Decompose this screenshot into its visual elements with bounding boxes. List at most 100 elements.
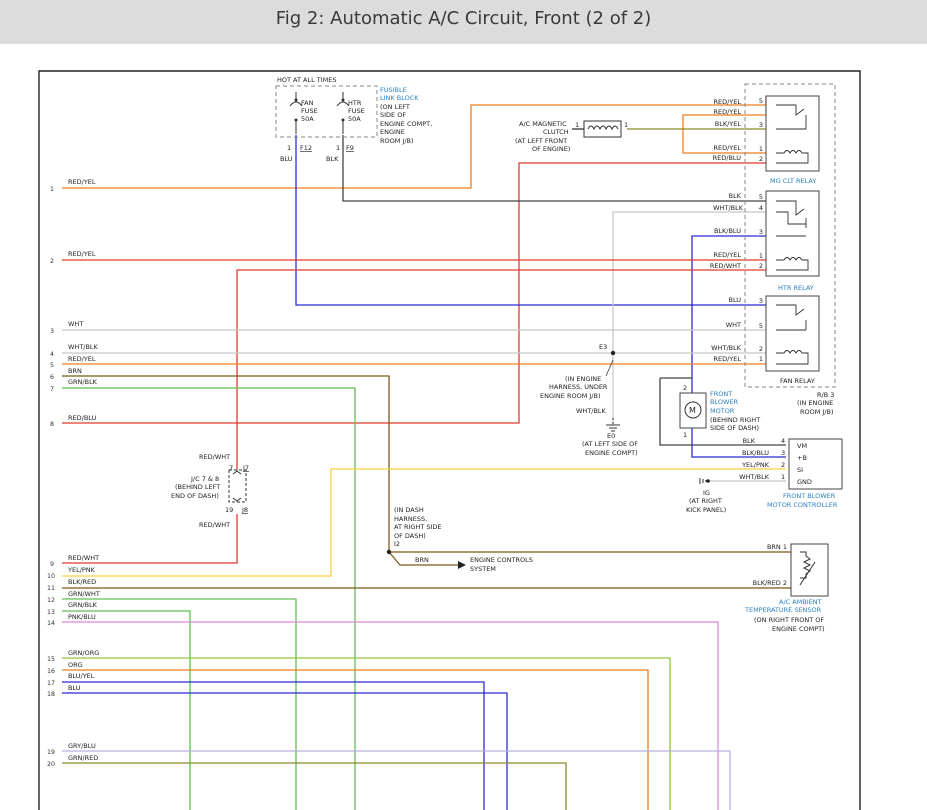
wire-12-grn-wht — [62, 598, 297, 810]
left-pin-num: 1 — [50, 186, 54, 193]
fan-relay-pin: 2 — [759, 345, 763, 353]
controller-labels: BLK 4 VM BLK/BLU 3 +B YEL/PNK 2 SI WHT/B… — [739, 437, 838, 509]
fuse-block-location: ENGINE COMPT, — [380, 120, 432, 128]
ambient-sensor-name: A/C AMBIENT — [779, 598, 822, 606]
clutch-labels: A/C MAGNETIC CLUTCH (AT LEFT FRONT OF EN… — [515, 120, 628, 153]
fan-fuse-label: FAN — [301, 99, 314, 107]
ambient-sensor-location: (ON RIGHT FRONT OF — [754, 616, 824, 624]
ambient-sensor-labels: BRN 1 BLK/RED 2 A/C AMBIENT TEMPERATURE … — [744, 543, 825, 633]
blower-motor-labels: 2 1 M FRONT BLOWER MOTOR (BEHIND RIGHT S… — [683, 384, 760, 439]
jc-pin-top: 7 — [229, 464, 233, 472]
left-pin-num: 15 — [47, 656, 55, 663]
ig-ground — [699, 478, 710, 484]
htr-relay-wire: RED/YEL — [713, 251, 741, 259]
splice-e3-location: HARNESS, UNDER — [549, 383, 608, 391]
controller-terminal: GND — [797, 478, 812, 486]
header-bar: Fig 2: Automatic A/C Circuit, Front (2 o… — [0, 0, 927, 44]
ground-e0-location: ENGINE COMPT) — [585, 449, 638, 457]
engine-controls-label: SYSTEM — [470, 565, 496, 573]
left-pin-num: 20 — [47, 761, 55, 768]
jc-label: J/C 7 & 8 — [190, 475, 219, 483]
fuse-block-name: LINK BLOCK — [380, 94, 419, 102]
fan-relay-wire: WHT — [726, 321, 741, 329]
wires — [62, 96, 791, 810]
left-pin-num: 6 — [50, 374, 54, 381]
controller-wire: YEL/PNK — [741, 461, 770, 469]
mg-relay-wire: RED/YEL — [713, 108, 741, 116]
left-pin-wire: WHT/BLK — [68, 343, 99, 351]
splice-i2-location: OF DASH) — [394, 532, 426, 540]
splice-i2-name: I2 — [394, 540, 400, 548]
ambient-sensor-pin1: BRN 1 — [767, 543, 787, 551]
fuse-block-location: (ON LEFT — [380, 103, 410, 111]
left-pin-num: 5 — [50, 362, 54, 369]
wire-10-yel-pnk — [62, 468, 786, 577]
fan-relay-pin: 1 — [759, 355, 763, 363]
fan-relay — [765, 295, 820, 372]
ig-location: (AT RIGHT — [689, 497, 722, 505]
ambient-sensor-location: ENGINE COMPT) — [772, 625, 825, 633]
left-pin-wire: PNK/BLU — [68, 613, 96, 621]
wire-7-grn-blk — [62, 387, 356, 810]
wire-htr-fuse-blk — [342, 135, 766, 202]
ambient-sensor-pin2: BLK/RED 2 — [753, 579, 787, 587]
left-pin-num: 10 — [47, 573, 55, 580]
jc-labels: RED/WHT 7 J7 J/C 7 & 8 (BEHIND LEFT END … — [171, 453, 249, 529]
wire-red-wht-jc — [236, 269, 766, 470]
left-pin-wire: RED/YEL — [68, 178, 96, 186]
left-pin-num: 11 — [47, 585, 55, 592]
wire-14-pnk-blu — [62, 621, 719, 810]
left-pin-num: 2 — [50, 258, 54, 265]
left-pin-num: 3 — [50, 328, 54, 335]
jc-top-wire: RED/WHT — [199, 453, 230, 461]
splice-i2-wire: BRN — [415, 556, 429, 564]
splice-i2-location: (IN DASH — [394, 506, 424, 514]
htr-fuse-wire: BLK — [326, 155, 339, 163]
htr-relay-wire: BLK/BLU — [714, 227, 741, 235]
htr-relay-wire: RED/WHT — [710, 262, 741, 270]
wire-15-grn-org — [62, 657, 671, 810]
jc-conn-bottom: J8 — [241, 506, 248, 514]
jc-label: (BEHIND LEFT — [175, 483, 220, 491]
htr-fuse-pin: 1 — [336, 144, 340, 152]
wire-blk-blu-blower — [691, 235, 766, 393]
blower-motor-name: BLOWER — [710, 398, 738, 406]
ecs-arrow — [458, 561, 466, 569]
relay-box-label: (IN ENGINE — [797, 399, 833, 407]
fan-relay-pin: 5 — [759, 322, 763, 330]
fuse-block-labels: HOT AT ALL TIMES FUSIBLE LINK BLOCK (ON … — [277, 76, 432, 163]
mg-relay-wire: RED/BLU — [713, 154, 742, 162]
relay-box-label: R/B 3 — [817, 391, 834, 399]
htr-fuse-label: HTR — [348, 99, 362, 107]
page-title: Fig 2: Automatic A/C Circuit, Front (2 o… — [275, 8, 652, 29]
left-pin-wire: GRN/ORG — [68, 649, 99, 657]
left-pin-num: 7 — [50, 386, 54, 393]
ac-magnetic-clutch — [583, 120, 622, 138]
left-pin-wire: BLK/RED — [68, 578, 96, 586]
fusible-link-block — [275, 85, 378, 138]
left-pin-wire: GRY/BLU — [68, 742, 96, 750]
ground-e0-name: E0 — [607, 432, 615, 440]
controller-pin: 2 — [781, 461, 785, 469]
left-pin-num: 18 — [47, 691, 55, 698]
wire-1-red-yel — [62, 104, 766, 189]
left-pin-wire: BLU/YEL — [68, 672, 95, 680]
left-pin-num: 13 — [47, 609, 55, 616]
jc-pin-bottom: 19 — [225, 506, 233, 514]
wire-9-red-wht — [62, 514, 238, 564]
fan-fuse-label: 50A — [301, 115, 314, 123]
mg-relay-pin: 2 — [759, 155, 763, 163]
htr-relay-wire: WHT/BLK — [713, 204, 744, 212]
fan-fuse-label: FUSE — [301, 107, 318, 115]
blower-pin-bottom: 1 — [683, 431, 687, 439]
hot-at-all-times-label: HOT AT ALL TIMES — [277, 76, 337, 84]
clutch-pin-left: 1 — [575, 121, 579, 129]
wire-fan-fuse-blu — [295, 135, 766, 306]
ig-name: IG — [703, 489, 710, 497]
htr-relay-pin: 3 — [759, 228, 763, 236]
htr-fuse-label: 50A — [348, 115, 361, 123]
htr-relay-pin: 1 — [759, 252, 763, 260]
controller-terminal: VM — [797, 442, 807, 450]
left-pin-wire: WHT — [68, 320, 83, 328]
